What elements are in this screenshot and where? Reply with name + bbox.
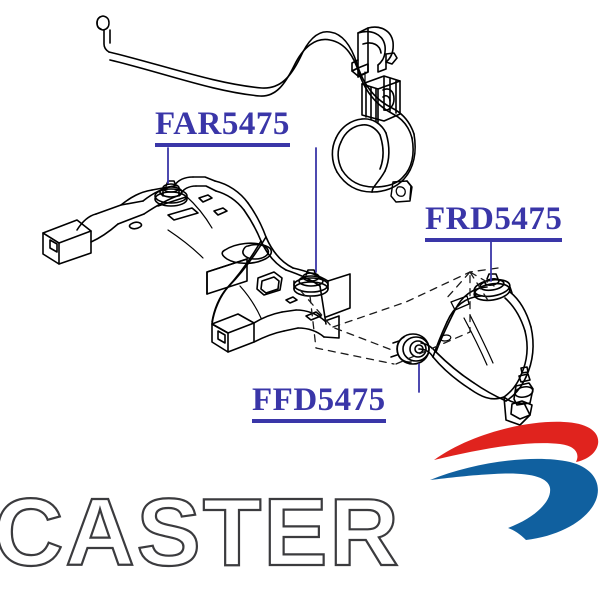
- stabilizer-bar-bushing: [361, 75, 401, 123]
- part-label-frd5475[interactable]: FRD5475: [425, 203, 563, 242]
- stabilizer-bar: [96, 15, 416, 203]
- control-arm-front-bushing: [390, 333, 430, 365]
- part-label-ffd5475[interactable]: FFD5475: [252, 384, 386, 423]
- lower-control-arm: [418, 273, 534, 426]
- ball-joint: [503, 366, 534, 426]
- leader-lines: [167, 147, 492, 393]
- caster-watermark: CASTER: [0, 489, 401, 585]
- caster-watermark-text: CASTER: [0, 489, 401, 585]
- part-label-far5475[interactable]: FAR5475: [155, 108, 290, 147]
- front-subframe: [42, 176, 351, 353]
- swoosh-red: [434, 421, 599, 462]
- stabilizer-bar-bracket: [351, 26, 398, 78]
- swoosh-blue: [430, 458, 598, 540]
- assembly-construction-lines: [299, 267, 499, 365]
- caster-swoosh-logo: [430, 421, 599, 540]
